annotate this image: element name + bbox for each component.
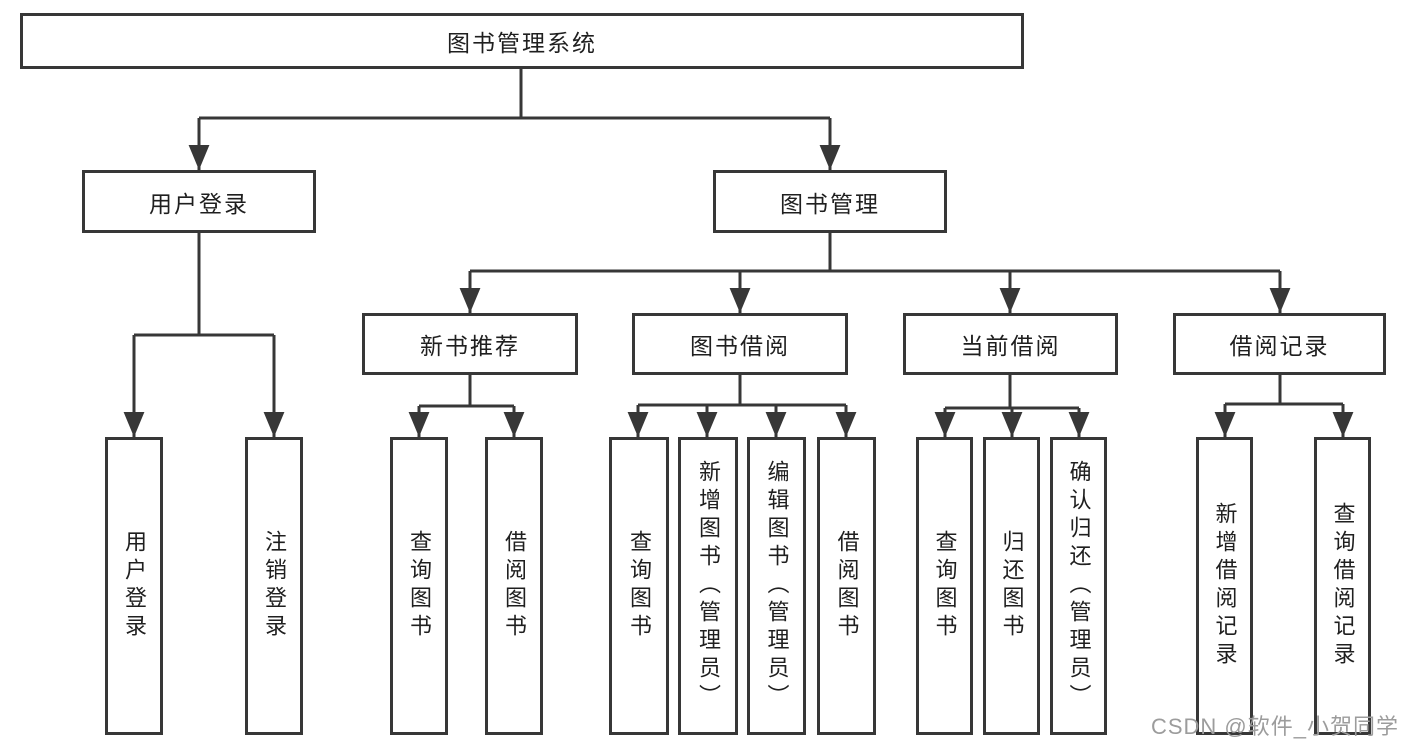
leaf-rc-add-record: 新增借阅记录 <box>1196 437 1253 735</box>
leaf-cu-confirm-return-admin: 确认归还（管理员） <box>1050 437 1107 735</box>
connector-book-borrow-bar <box>638 375 846 407</box>
node-borrow-records: 借阅记录 <box>1173 313 1386 375</box>
leaf-bw-add-book-admin: 新增图书（管理员） <box>678 437 738 735</box>
node-root-system: 图书管理系统 <box>20 13 1024 69</box>
leaf-bw-edit-book-admin: 编辑图书（管理员） <box>747 437 806 735</box>
leaf-bw-query-book: 查询图书 <box>609 437 669 735</box>
connector-borrow-records-bar <box>1225 375 1343 406</box>
leaf-bw-borrow-book: 借阅图书 <box>817 437 876 735</box>
leaf-nb-borrow-book: 借阅图书 <box>485 437 543 735</box>
leaf-user-login: 用户登录 <box>105 437 163 735</box>
leaf-cu-query-book: 查询图书 <box>916 437 973 735</box>
node-book-management: 图书管理 <box>713 170 947 233</box>
node-new-book-recommend: 新书推荐 <box>362 313 578 375</box>
connector-new-book-bar <box>419 375 514 408</box>
connector-book-mgmt-bar <box>470 233 1280 273</box>
connector-current-borrow-bar <box>945 375 1079 410</box>
leaf-cu-return-book: 归还图书 <box>983 437 1040 735</box>
leaf-nb-query-book: 查询图书 <box>390 437 448 735</box>
node-user-login: 用户登录 <box>82 170 316 233</box>
leaf-logout: 注销登录 <box>245 437 303 735</box>
leaf-rc-query-record: 查询借阅记录 <box>1314 437 1371 735</box>
csdn-watermark: CSDN @软件_小贺同学 <box>1150 714 1399 739</box>
connector-root-bar <box>199 69 830 120</box>
node-current-borrow: 当前借阅 <box>903 313 1118 375</box>
node-book-borrow: 图书借阅 <box>632 313 848 375</box>
connector-user-login-bar <box>134 233 274 337</box>
